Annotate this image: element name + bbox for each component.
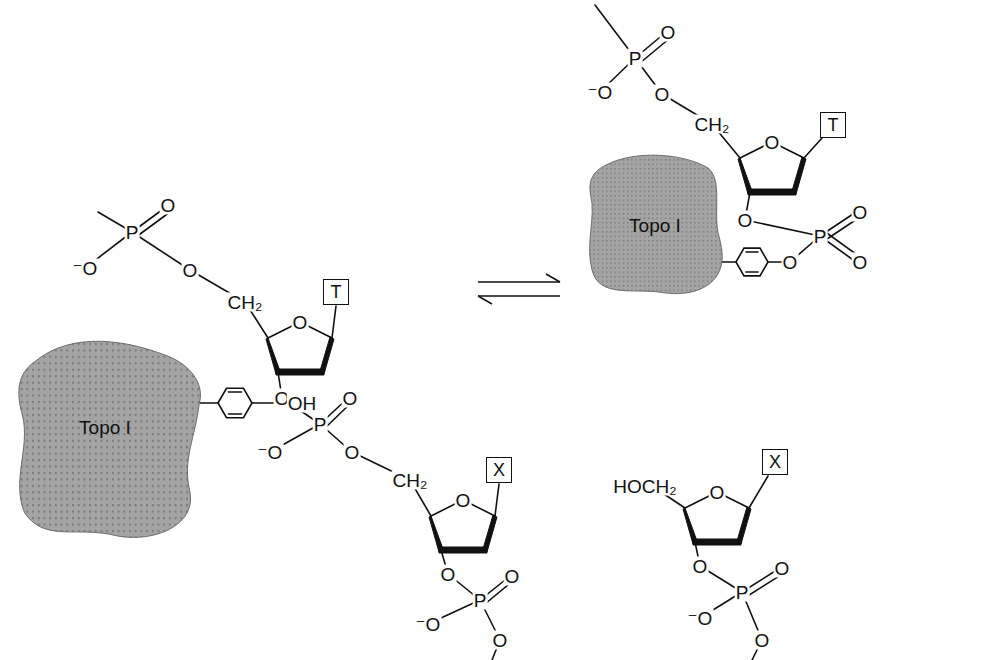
atom-label: O — [504, 567, 521, 586]
base-letter: X — [493, 461, 505, 479]
atom-label: O — [764, 133, 781, 152]
atom-label: O — [182, 261, 199, 280]
atom-label: O — [774, 559, 791, 578]
atom-label: ⁻O — [72, 259, 99, 278]
base-box: T — [820, 112, 846, 138]
base-box: X — [486, 457, 512, 483]
atom-label: O — [782, 253, 799, 272]
atom-label: O — [455, 491, 472, 510]
atom-label: P — [125, 223, 140, 242]
atom-label: O — [737, 211, 754, 230]
bonds — [85, 5, 860, 660]
enzyme-name: Topo I — [79, 418, 131, 437]
atom-label: P — [313, 415, 328, 434]
atom-label: CH₂ — [694, 115, 731, 134]
base-letter: X — [769, 453, 781, 471]
atom-label: O — [852, 253, 869, 272]
ring-bold-edges — [266, 157, 806, 553]
enzyme-blob: Topo I — [585, 150, 725, 300]
base-letter: T — [828, 116, 839, 134]
atom-label: O — [654, 85, 671, 104]
enzyme-name: Topo I — [629, 216, 681, 235]
atom-label: O — [492, 631, 509, 650]
atom-label: P — [628, 49, 643, 68]
equilibrium-arrows — [478, 274, 560, 304]
atom-label: P — [473, 591, 488, 610]
atom-label: ⁻O — [587, 83, 614, 102]
enzyme-blob: Topo I — [15, 330, 205, 545]
atom-label: ⁻O — [687, 609, 714, 628]
atom-label: O — [692, 557, 709, 576]
atom-label: HOCH₂ — [612, 477, 677, 496]
enzyme-outline — [15, 330, 205, 545]
enzyme-shape — [590, 155, 723, 293]
atom-label: O — [342, 389, 359, 408]
enzyme-shape — [19, 341, 201, 537]
atom-label: ⁻O — [257, 443, 284, 462]
atom-label: O — [160, 196, 177, 215]
atom-label: CH₂ — [392, 471, 429, 490]
atom-label: OH — [287, 394, 318, 413]
atom-label: O — [344, 443, 361, 462]
atom-label: O — [660, 23, 677, 42]
atom-label: O — [754, 631, 771, 650]
atom-label: ⁻O — [415, 615, 442, 634]
atom-label: P — [813, 227, 828, 246]
atom-label: O — [709, 483, 726, 502]
atom-label: O — [852, 203, 869, 222]
atom-label: P — [735, 583, 750, 602]
atom-label: CH₂ — [227, 293, 264, 312]
base-box: T — [323, 279, 349, 305]
atom-label: O — [440, 565, 457, 584]
atom-label: O — [292, 313, 309, 332]
base-letter: T — [331, 283, 342, 301]
base-box: X — [762, 449, 788, 475]
